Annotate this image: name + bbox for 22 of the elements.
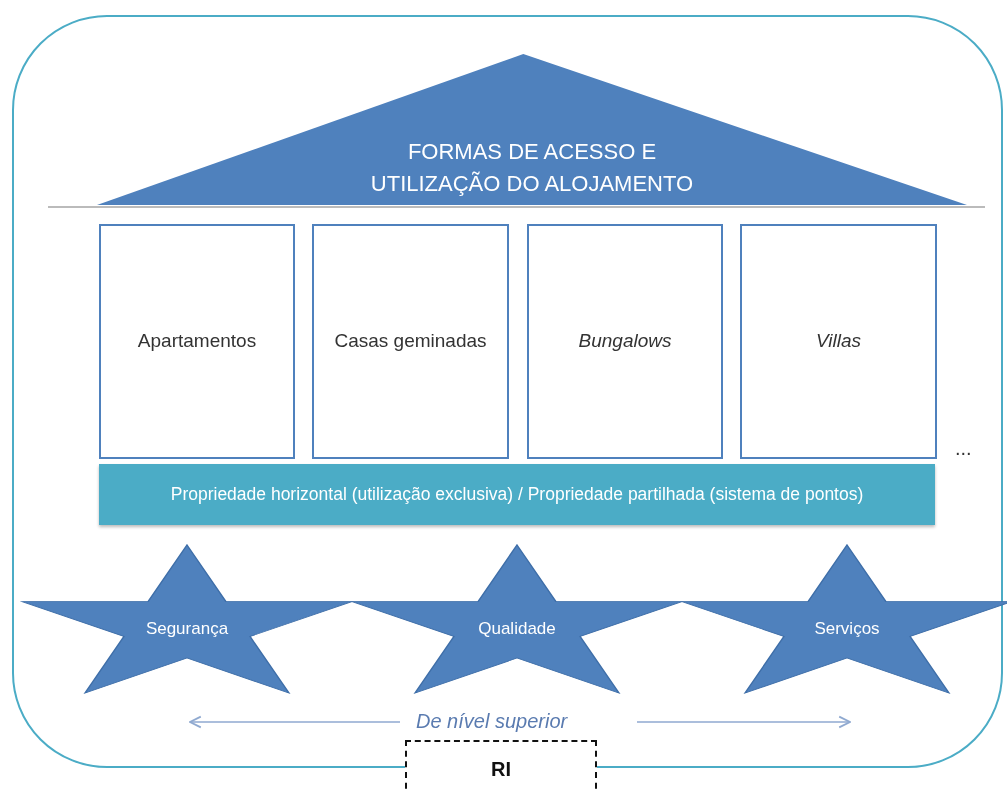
ellipsis: ...: [955, 437, 972, 460]
node-text: Apartamentos: [137, 329, 257, 354]
node-text: Propriedade horizontal (utilização exclusiva) / Propriedade partilhada (sistema de pontos): [170, 483, 864, 507]
node-text: Villas: [815, 329, 862, 354]
accommodation-box: [527, 224, 723, 459]
node-text: RI: [491, 758, 511, 781]
ownership-band: [99, 464, 935, 525]
node-text: Bungalows: [578, 329, 672, 354]
node-text: Segurança: [145, 619, 229, 639]
star-shape: [22, 545, 352, 693]
node-text: Qualidade: [478, 619, 556, 639]
node-text: Serviços: [814, 619, 880, 639]
accommodation-box: [99, 224, 295, 459]
node-text: FORMAS DE ACESSO E UTILIZAÇÃO DO ALOJAMENTO: [370, 139, 694, 196]
accommodation-box: [312, 224, 509, 459]
node-text: Casas geminadas: [334, 329, 487, 354]
roof-triangle: [97, 54, 967, 207]
accommodation-box: [740, 224, 937, 459]
dashed-box: [405, 740, 597, 790]
star-shape: [352, 545, 682, 693]
star-shape: [682, 545, 1007, 693]
arrow-label: De nível superior: [416, 710, 568, 733]
